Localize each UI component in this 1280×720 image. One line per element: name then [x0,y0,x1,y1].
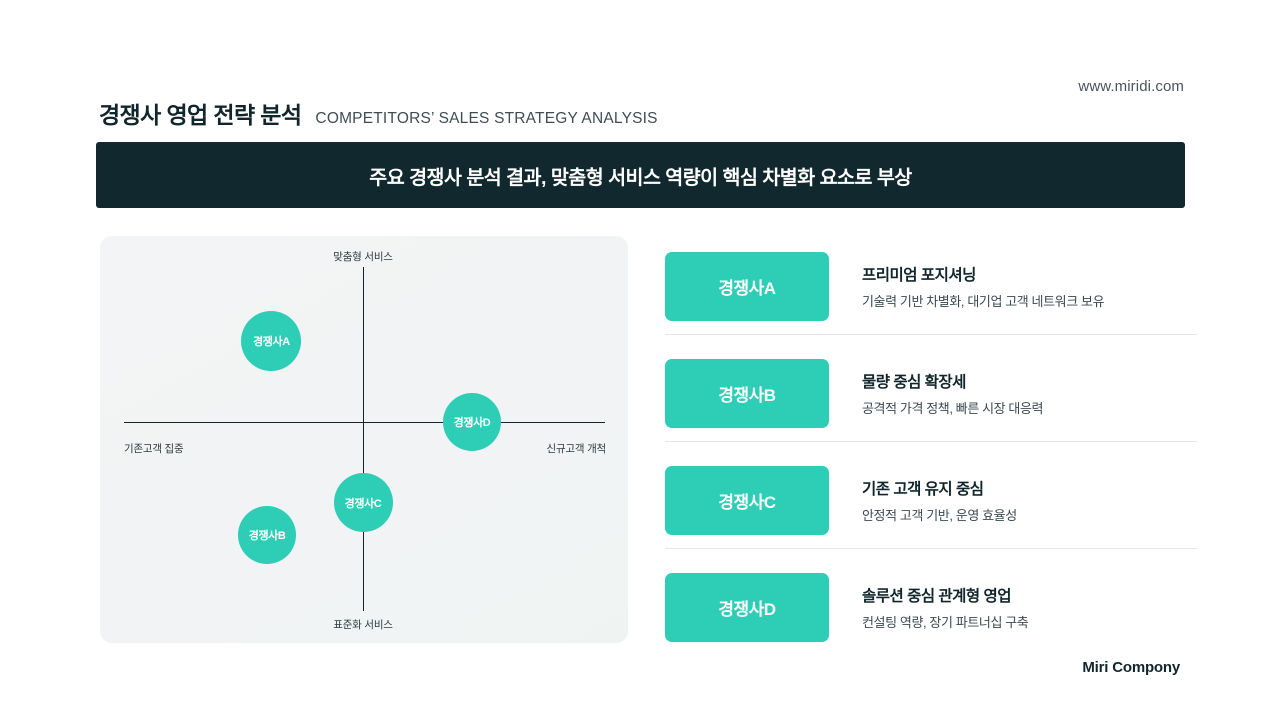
chart-bubble-d[interactable]: 경쟁사D [443,393,501,451]
competitor-description: 안정적 고객 기반, 운영 효율성 [862,508,1017,523]
chart-vertical-axis [363,267,365,611]
list-item[interactable]: 경쟁사D 솔루션 중심 관계형 영업 컨설팅 역량, 장기 파트너십 구축 [665,561,1197,654]
competitor-text-a: 프리미엄 포지셔닝 기술력 기반 차별화, 대기업 고객 네트워크 보유 [862,263,1105,310]
list-item[interactable]: 경쟁사B 물량 중심 확장세 공격적 가격 정책, 빠른 시장 대응력 [665,347,1197,440]
page-title-english: COMPETITORS’ SALES STRATEGY ANALYSIS [315,110,658,127]
competitor-text-c: 기존 고객 유지 중심 안정적 고객 기반, 운영 효율성 [862,477,1017,524]
competitor-tag-c: 경쟁사C [665,466,829,535]
site-url: www.miridi.com [1078,78,1184,95]
competitor-title: 기존 고객 유지 중심 [862,481,984,498]
chart-bubble-b[interactable]: 경쟁사B [238,506,297,565]
competitor-title: 물량 중심 확장세 [862,374,966,391]
competitor-title: 솔루션 중심 관계형 영업 [862,588,1012,605]
list-item[interactable]: 경쟁사C 기존 고객 유지 중심 안정적 고객 기반, 운영 효율성 [665,454,1197,547]
competitor-title: 프리미엄 포지셔닝 [862,267,976,284]
footer-brand: Miri Compony [1082,659,1180,676]
page-title-korean: 경쟁사 영업 전략 분석 [99,102,302,128]
competitor-description: 공격적 가격 정책, 빠른 시장 대응력 [862,401,1044,416]
axis-label-right: 신규고객 개척 [546,443,607,455]
competitor-description: 컨설팅 역량, 장기 파트너십 구축 [862,615,1029,630]
competitor-text-d: 솔루션 중심 관계형 영업 컨설팅 역량, 장기 파트너십 구축 [862,584,1029,631]
axis-label-bottom: 표준화 서비스 [333,619,393,631]
competitor-list: 경쟁사A 프리미엄 포지셔닝 기술력 기반 차별화, 대기업 고객 네트워크 보… [665,240,1197,645]
list-divider [665,441,1197,442]
axis-label-left: 기존고객 집중 [124,443,184,455]
headline-banner-text: 주요 경쟁사 분석 결과, 맞춤형 서비스 역량이 핵심 차별화 요소로 부상 [369,166,912,189]
quadrant-chart-panel: 맞춤형 서비스 표준화 서비스 기존고객 집중 신규고객 개척 경쟁사A 경쟁사… [100,236,628,643]
competitor-tag-d: 경쟁사D [665,573,829,642]
axis-label-top: 맞춤형 서비스 [333,251,393,263]
list-divider [665,334,1197,335]
competitor-description: 기술력 기반 차별화, 대기업 고객 네트워크 보유 [862,294,1105,309]
list-divider [665,548,1197,549]
competitor-tag-b: 경쟁사B [665,359,829,428]
chart-horizontal-axis [124,422,605,424]
competitor-tag-a: 경쟁사A [665,252,829,321]
chart-bubble-c[interactable]: 경쟁사C [333,473,393,533]
competitor-text-b: 물량 중심 확장세 공격적 가격 정책, 빠른 시장 대응력 [862,370,1044,417]
chart-bubble-a[interactable]: 경쟁사A [241,311,302,372]
headline-banner: 주요 경쟁사 분석 결과, 맞춤형 서비스 역량이 핵심 차별화 요소로 부상 [96,142,1185,208]
page-title: 경쟁사 영업 전략 분석 COMPETITORS’ SALES STRATEGY… [99,96,658,130]
list-item[interactable]: 경쟁사A 프리미엄 포지셔닝 기술력 기반 차별화, 대기업 고객 네트워크 보… [665,240,1197,333]
